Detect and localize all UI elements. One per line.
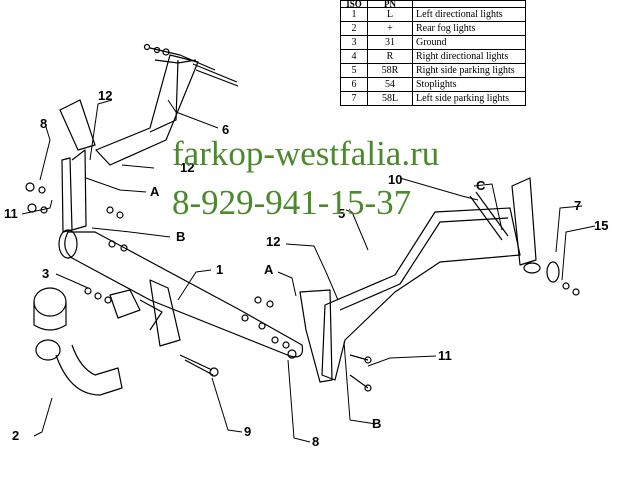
header-pn: PN bbox=[367, 0, 413, 9]
wiring-table: ISO PN 1 L Left directional lights 2 + R… bbox=[340, 0, 526, 106]
cell-iso: 2 bbox=[340, 21, 368, 36]
table-row: 7 58L Left side parking lights bbox=[340, 91, 526, 106]
callout-12-right: 12 bbox=[266, 234, 280, 249]
cell-pn: 31 bbox=[367, 35, 413, 50]
callout-2: 2 bbox=[12, 428, 19, 443]
cell-iso: 4 bbox=[340, 49, 368, 64]
left-side-bracket bbox=[59, 43, 239, 233]
cell-pn: 54 bbox=[367, 77, 413, 92]
callout-9: 9 bbox=[244, 424, 251, 439]
table-row: 3 31 Ground bbox=[340, 35, 526, 50]
cell-pn: + bbox=[367, 21, 413, 36]
cell-description: Stoplights bbox=[412, 77, 526, 92]
watermark-phone: 8-929-941-15-37 bbox=[172, 183, 412, 222]
callout-15: 15 bbox=[594, 218, 608, 233]
callout-a-right: A bbox=[264, 262, 274, 277]
cell-pn: R bbox=[367, 49, 413, 64]
callout-8-left: 8 bbox=[40, 116, 47, 131]
callout-7: 7 bbox=[574, 198, 581, 213]
cell-pn: 58L bbox=[367, 91, 413, 106]
main-crossbar bbox=[58, 229, 304, 358]
callout-6: 6 bbox=[222, 122, 229, 137]
callout-leaders bbox=[21, 99, 596, 443]
callout-11-left: 11 bbox=[4, 206, 18, 221]
cell-description: Right side parking lights bbox=[412, 63, 526, 78]
cell-description: Left directional lights bbox=[412, 7, 526, 22]
callout-5: 5 bbox=[338, 206, 345, 221]
cell-iso: 7 bbox=[340, 91, 368, 106]
callout-8-bottom: 8 bbox=[312, 434, 319, 449]
header-description bbox=[412, 0, 526, 8]
callout-b-right: B bbox=[372, 416, 381, 431]
right-side-bracket bbox=[299, 177, 537, 383]
watermark-website: farkop-westfalia.ru bbox=[172, 134, 440, 173]
callout-12-top: 12 bbox=[98, 88, 112, 103]
cell-description: Ground bbox=[412, 35, 526, 50]
callout-a-left: A bbox=[150, 184, 160, 199]
callout-b-left: B bbox=[176, 229, 185, 244]
callout-3: 3 bbox=[42, 266, 49, 281]
table-row: 1 L Left directional lights bbox=[340, 7, 526, 22]
cell-iso: 1 bbox=[340, 7, 368, 22]
wiring-table-header: ISO PN bbox=[340, 0, 526, 9]
table-row: 5 58R Right side parking lights bbox=[340, 63, 526, 78]
cell-description: Left side parking lights bbox=[412, 91, 526, 106]
callout-11-right: 11 bbox=[438, 348, 452, 363]
callout-10: 10 bbox=[388, 172, 402, 187]
table-row: 2 + Rear fog lights bbox=[340, 21, 526, 36]
table-row: 4 R Right directional lights bbox=[340, 49, 526, 64]
cell-pn: 58R bbox=[367, 63, 413, 78]
callout-1: 1 bbox=[216, 262, 223, 277]
cell-description: Rear fog lights bbox=[412, 21, 526, 36]
callout-12-mid: 12 bbox=[180, 160, 194, 175]
cell-iso: 3 bbox=[340, 35, 368, 50]
cell-description: Right directional lights bbox=[412, 49, 526, 64]
cell-iso: 5 bbox=[340, 63, 368, 78]
callout-c: C bbox=[476, 178, 486, 193]
cell-iso: 6 bbox=[340, 77, 368, 92]
tow-ball-assembly bbox=[33, 287, 141, 396]
cell-pn: L bbox=[367, 7, 413, 22]
table-row: 6 54 Stoplights bbox=[340, 77, 526, 92]
header-iso: ISO bbox=[340, 0, 368, 9]
